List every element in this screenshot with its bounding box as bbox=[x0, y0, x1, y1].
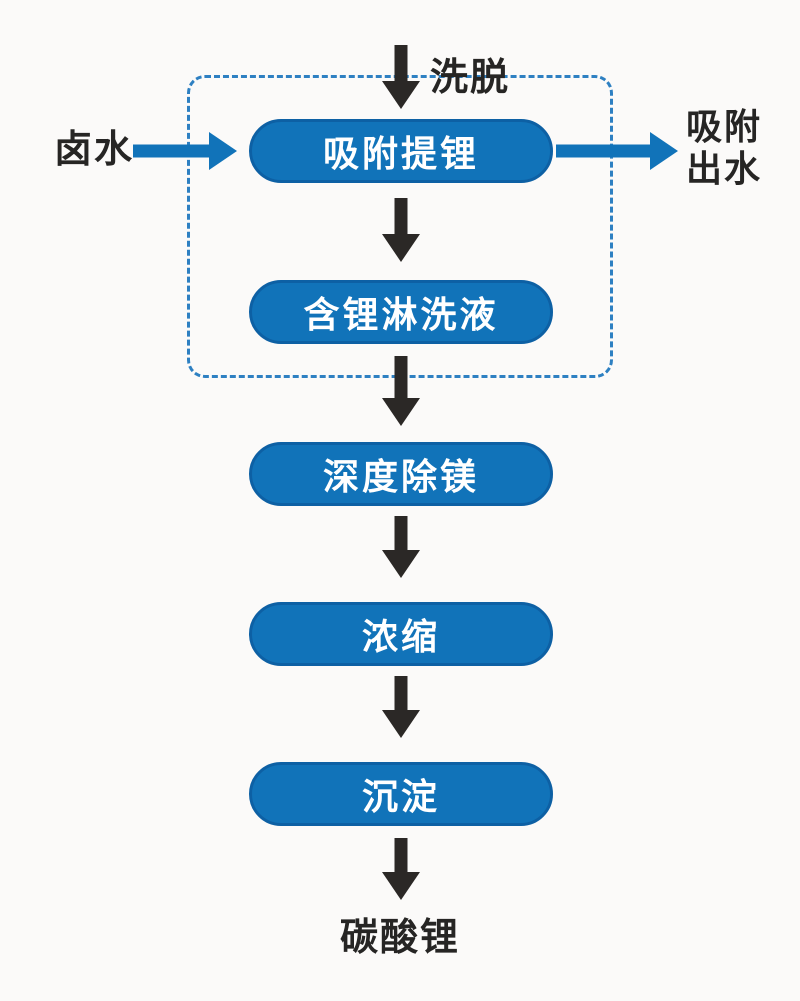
adsorption-outflow-arrow-right-icon bbox=[556, 132, 678, 170]
process-box-label: 沉淀 bbox=[361, 776, 440, 817]
elution-inflow-arrow-down-icon bbox=[382, 45, 420, 109]
process-box-lithium-rich-eluate: 含锂淋洗液 bbox=[249, 280, 553, 344]
process-box-label: 吸附提锂 bbox=[322, 133, 479, 174]
lithium-carbonate-product-label: 碳酸锂 bbox=[339, 917, 460, 959]
arrow-down-icon bbox=[382, 198, 420, 262]
process-box-concentration: 浓缩 bbox=[249, 602, 553, 666]
arrow-down-icon bbox=[382, 356, 420, 426]
arrow-down-icon bbox=[382, 676, 420, 738]
brine-inflow-arrow-right-icon bbox=[133, 132, 237, 170]
process-box-precipitation: 沉淀 bbox=[249, 762, 553, 826]
elution-label: 洗脱 bbox=[430, 57, 511, 99]
process-box-label: 深度除镁 bbox=[322, 456, 479, 497]
process-box-adsorption-lithium-extraction: 吸附提锂 bbox=[249, 119, 553, 183]
process-box-deep-magnesium-removal: 深度除镁 bbox=[249, 442, 553, 506]
arrow-down-icon bbox=[382, 838, 420, 900]
adsorption-outflow-label: 吸附 出水 bbox=[686, 106, 763, 189]
process-box-label: 浓缩 bbox=[361, 616, 440, 657]
process-box-label: 含锂淋洗液 bbox=[303, 294, 499, 335]
arrow-down-icon bbox=[382, 516, 420, 578]
brine-input-label: 卤水 bbox=[54, 129, 135, 171]
